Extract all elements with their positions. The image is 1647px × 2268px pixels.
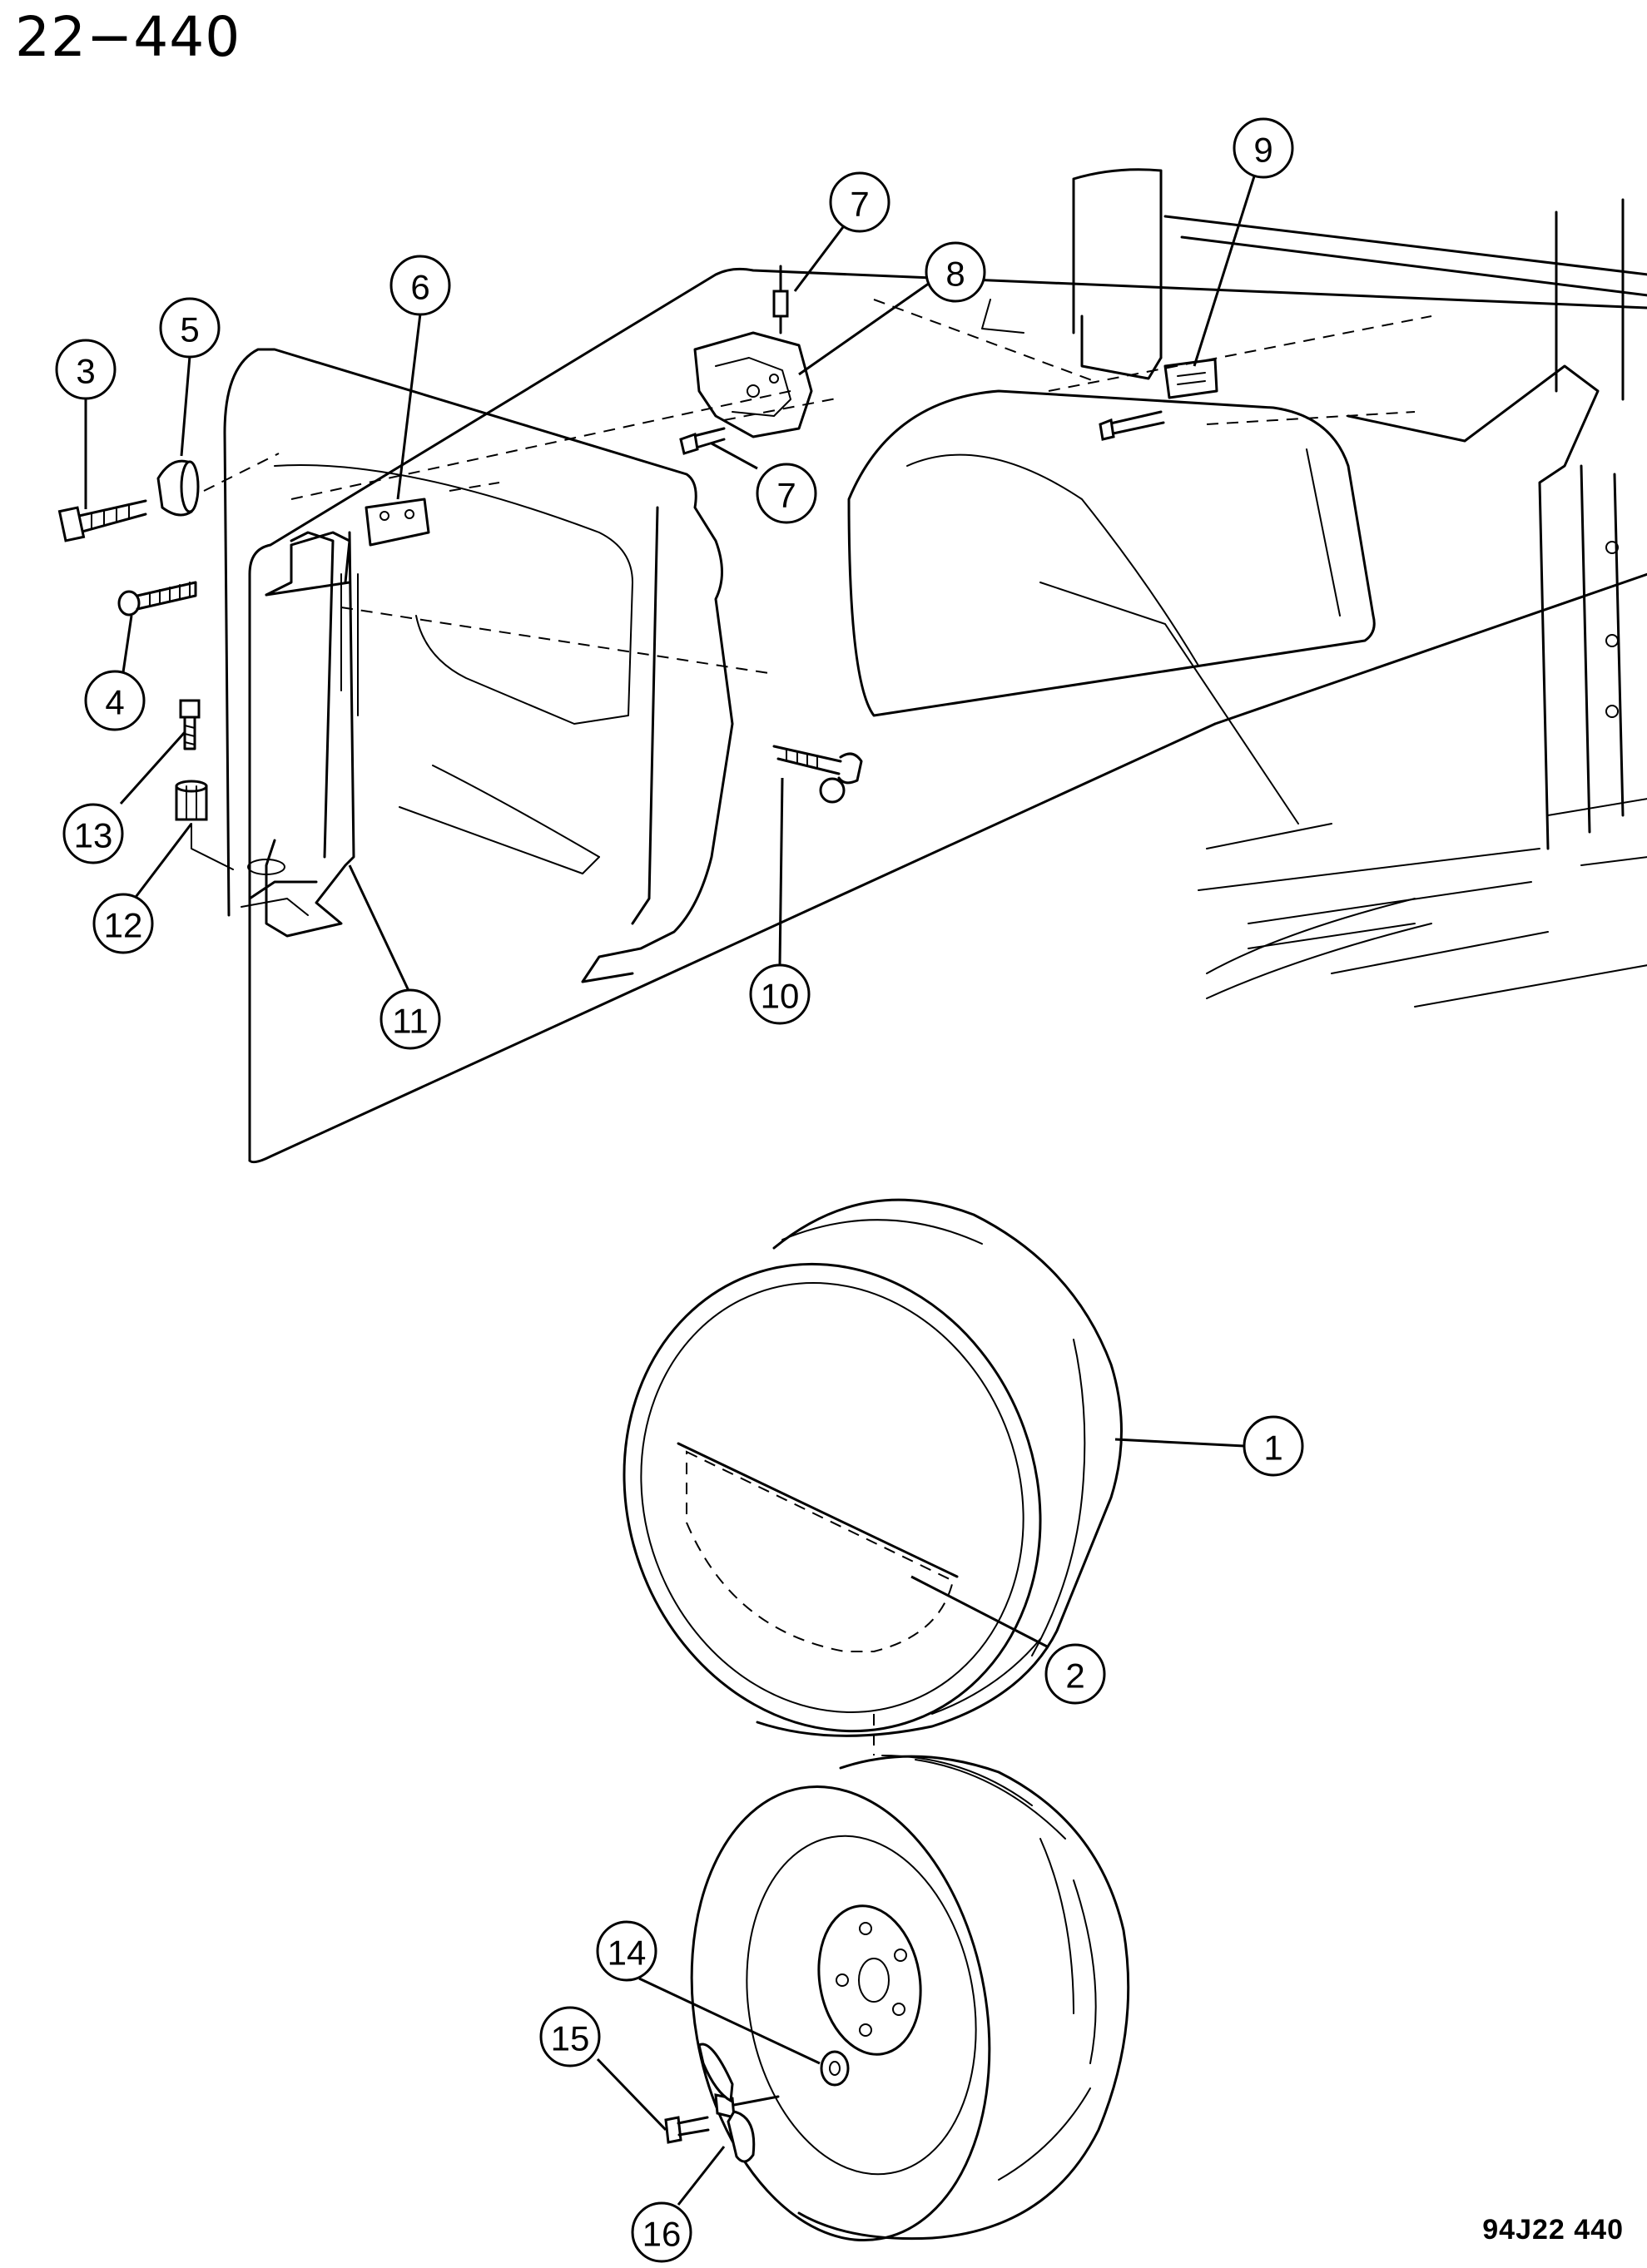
callout-7b: 7 bbox=[756, 463, 817, 524]
callout-12: 12 bbox=[92, 893, 154, 954]
callout-5: 5 bbox=[159, 297, 221, 359]
svg-text:9: 9 bbox=[1253, 131, 1272, 170]
callout-3: 3 bbox=[55, 339, 117, 400]
callout-13: 13 bbox=[62, 803, 124, 864]
svg-text:7: 7 bbox=[850, 185, 869, 224]
svg-text:12: 12 bbox=[104, 906, 143, 945]
callout-4: 4 bbox=[84, 670, 146, 731]
svg-text:3: 3 bbox=[76, 352, 95, 391]
hinge-bracket bbox=[365, 498, 430, 547]
svg-text:11: 11 bbox=[392, 1002, 429, 1041]
callout-6: 6 bbox=[389, 255, 451, 316]
rubber-bumper bbox=[156, 459, 200, 517]
callout-7a: 7 bbox=[829, 171, 890, 233]
flange-bolt bbox=[57, 499, 147, 542]
assembly-centerlines bbox=[203, 299, 1432, 1755]
svg-text:7: 7 bbox=[776, 476, 796, 515]
callout-10: 10 bbox=[749, 963, 811, 1025]
callout-1: 1 bbox=[1243, 1415, 1304, 1477]
svg-text:4: 4 bbox=[105, 683, 124, 722]
callout-15: 15 bbox=[539, 2006, 601, 2067]
cable-pin bbox=[772, 745, 863, 804]
svg-text:1: 1 bbox=[1263, 1429, 1282, 1468]
callout-14: 14 bbox=[596, 1920, 657, 1982]
svg-text:10: 10 bbox=[761, 977, 800, 1016]
striker-bracket bbox=[1080, 314, 1218, 441]
spare-tire-bracket bbox=[241, 531, 355, 938]
svg-text:16: 16 bbox=[642, 2215, 682, 2254]
callout-2: 2 bbox=[1044, 1643, 1106, 1705]
svg-text:15: 15 bbox=[551, 2019, 590, 2058]
latch-assembly bbox=[679, 265, 813, 455]
wing-nut bbox=[697, 2043, 780, 2163]
leader-lines bbox=[84, 176, 1256, 2206]
callout-9: 9 bbox=[1233, 117, 1294, 179]
callout-16: 16 bbox=[631, 2201, 692, 2263]
small-screw bbox=[179, 699, 201, 750]
figure-code: 94J22 440 bbox=[1482, 2214, 1624, 2246]
cover-pocket bbox=[677, 1442, 959, 1652]
svg-text:6: 6 bbox=[410, 268, 429, 307]
svg-text:5: 5 bbox=[180, 310, 199, 349]
svg-text:2: 2 bbox=[1065, 1656, 1084, 1696]
callout-11: 11 bbox=[380, 988, 441, 1050]
spare-tire bbox=[690, 1755, 1130, 2242]
page-title: 22−440 bbox=[15, 5, 241, 69]
spare-tire-cover bbox=[623, 1198, 1123, 1737]
svg-text:8: 8 bbox=[945, 255, 965, 294]
long-bolt bbox=[117, 581, 197, 617]
svg-text:14: 14 bbox=[608, 1934, 647, 1973]
vehicle-floor-panel bbox=[223, 168, 1647, 1164]
small-bolt bbox=[664, 2116, 710, 2144]
hex-nut bbox=[175, 780, 234, 870]
svg-text:13: 13 bbox=[74, 816, 113, 855]
washer bbox=[820, 2050, 850, 2087]
callout-8: 8 bbox=[925, 241, 986, 303]
